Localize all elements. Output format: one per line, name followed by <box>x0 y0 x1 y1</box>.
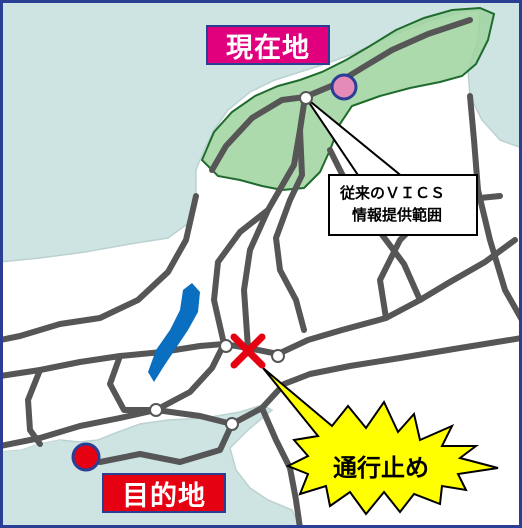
closure-x-mark-icon <box>230 333 266 369</box>
road-west-branch <box>25 367 43 447</box>
road-far-east <box>467 93 522 323</box>
lake <box>148 283 200 382</box>
junction-dot-icon <box>219 339 233 353</box>
current-location-label: 現在地 <box>206 25 330 65</box>
road-coast-south <box>259 405 303 528</box>
destination-marker-icon <box>71 442 101 472</box>
vics-callout-line2: 情報提供範囲 <box>352 206 443 224</box>
bay-area <box>0 440 80 500</box>
junction-dot-icon <box>149 403 163 417</box>
junction-dot-icon <box>299 91 313 105</box>
road-west-upper <box>0 193 199 343</box>
vics-coverage-callout: 従来のＶＩＣＳ 情報提供範囲 <box>328 174 478 236</box>
road-north-south-2 <box>273 127 307 333</box>
road-west-inner <box>107 353 159 413</box>
junction-dot-icon <box>225 417 239 431</box>
road-south-main <box>0 341 227 449</box>
road-network <box>0 17 522 528</box>
road-coastal <box>209 17 473 173</box>
road-south-east <box>153 335 522 427</box>
junction-dot-icon <box>271 349 285 363</box>
road-central-link <box>241 207 271 351</box>
closure-burst-shape <box>262 367 499 516</box>
current-location-marker-icon <box>330 73 358 101</box>
road-central-east <box>221 237 518 357</box>
road-closure-label: 通行止め <box>333 454 429 482</box>
junction-dots <box>149 91 313 431</box>
vics-callout-line1: 従来のＶＩＣＳ <box>340 184 446 202</box>
land-area <box>0 9 522 528</box>
destination-label: 目的地 <box>102 473 226 513</box>
